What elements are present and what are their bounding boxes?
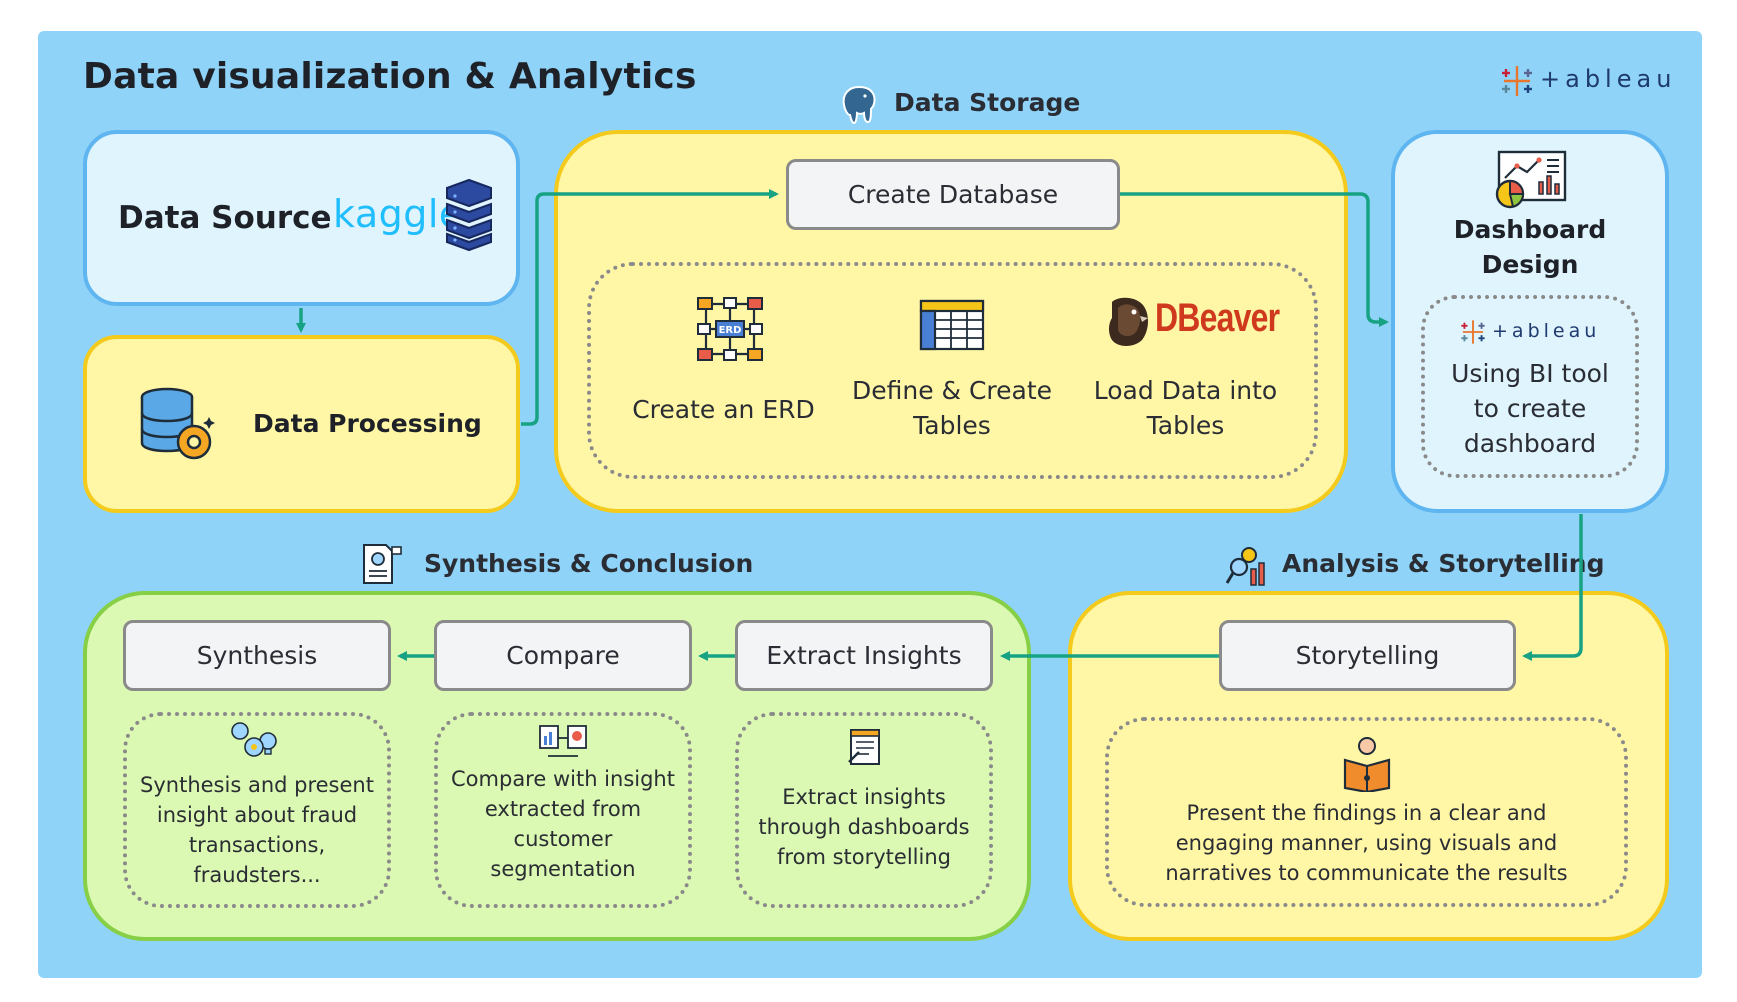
tableau-mark-icon (1502, 66, 1532, 96)
analysis-icon (1225, 547, 1265, 586)
data-storage-steps-box (587, 262, 1318, 479)
compare-desc: Compare with insight extracted from cust… (451, 767, 675, 881)
table-icon (919, 299, 985, 351)
server-stack-icon (446, 178, 492, 252)
erd-icon-text: ERD (719, 325, 742, 336)
synthesis-node: Synthesis (123, 620, 391, 691)
dashboard-chart-icon (1495, 150, 1567, 209)
postgresql-elephant-icon (842, 85, 876, 125)
page-title: Data visualization & Analytics (83, 56, 697, 97)
data-storage-title: Data Storage (894, 88, 1081, 117)
tableau-wordmark-small: +ableau (1492, 320, 1601, 342)
storytelling-desc: Present the findings in a clear and enga… (1165, 801, 1568, 885)
tableau-logo: +ableau (1498, 63, 1678, 99)
erd-icon: ERD (697, 297, 763, 361)
define-tables-label: Define & Create Tables (851, 376, 1053, 440)
synthesis-desc: Synthesis and present insight about frau… (140, 773, 374, 887)
compare-node: Compare (434, 620, 692, 691)
data-source-box (83, 130, 520, 306)
storytelling-node: Storytelling (1219, 620, 1516, 691)
kaggle-logo: kaggle (333, 192, 463, 236)
reading-person-icon (1343, 737, 1391, 792)
compare-detail-box (434, 712, 692, 908)
load-data-label: Load Data into Tables (1093, 376, 1278, 440)
idea-gears-icon (231, 722, 277, 757)
dashboard-design-title: Dashboard Design (1453, 215, 1607, 279)
dashboard-design-detail-box (1421, 295, 1639, 478)
compare-charts-icon (539, 725, 587, 757)
synthesis-detail-box (123, 712, 391, 908)
notepad-icon (848, 729, 880, 765)
extract-insights-node: Extract Insights (735, 620, 993, 691)
data-source-label: Data Source (118, 200, 332, 236)
dbeaver-logo: DBeaver (1155, 296, 1280, 340)
tableau-mark-small-icon (1461, 320, 1485, 344)
tableau-wordmark: +ableau (1540, 65, 1677, 93)
storytelling-detail-box (1105, 717, 1628, 907)
create-erd-label: Create an ERD (632, 395, 815, 424)
extract-detail-box (735, 712, 993, 908)
dashboard-design-desc: Using BI tool to create dashboard (1451, 359, 1609, 458)
extract-desc: Extract insights through dashboards from… (758, 785, 970, 869)
data-processing-label: Data Processing (253, 409, 482, 438)
report-icon (363, 544, 402, 584)
database-gear-icon (140, 387, 215, 460)
beaver-icon (1109, 297, 1148, 346)
synthesis-conclusion-title: Synthesis & Conclusion (424, 549, 754, 578)
create-database-node: Create Database (786, 159, 1120, 230)
analysis-storytelling-title: Analysis & Storytelling (1282, 549, 1605, 578)
